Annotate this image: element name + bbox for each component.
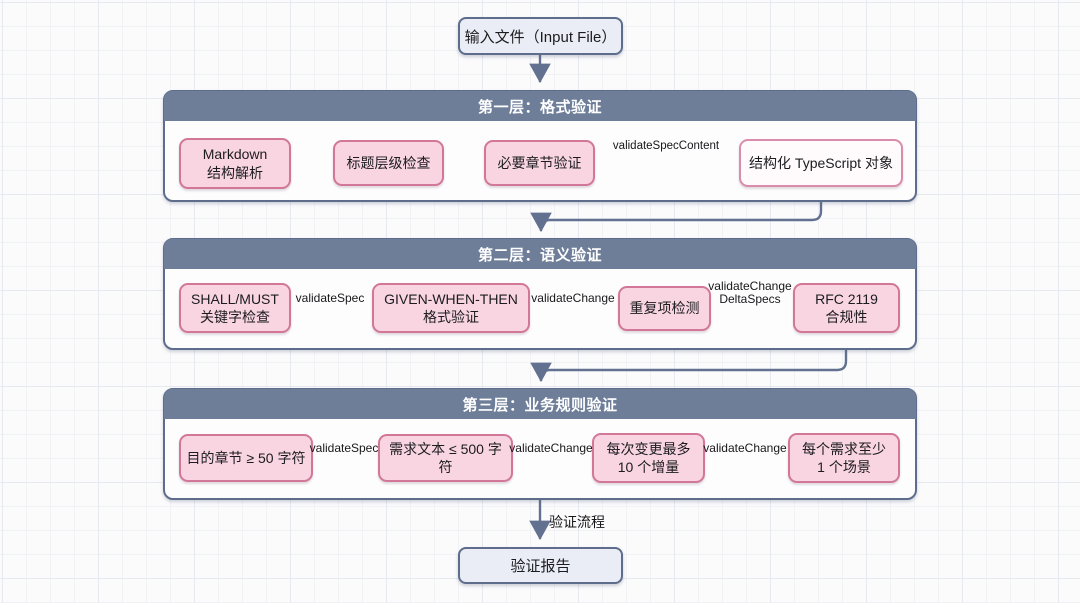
edge-label-validate-change-delta-specs: validateChange DeltaSpecs — [708, 279, 792, 306]
node-required-section-check-label: 必要章节验证 — [497, 154, 582, 171]
node-typescript-object[interactable]: 结构化 TypeScript 对象 — [739, 139, 903, 187]
node-requirement-text-max-chars-label: 需求文本 ≤ 500 字符 — [389, 440, 502, 475]
layer-1-title: 第一层：格式验证 — [477, 98, 602, 116]
node-required-section-check[interactable]: 必要章节验证 — [484, 140, 595, 186]
node-purpose-section-min-chars-label: 目的章节 ≥ 50 字符 — [186, 449, 306, 466]
node-input-file-label: 输入文件（Input File） — [464, 28, 617, 46]
layer-3-title: 第三层：业务规则验证 — [462, 396, 618, 414]
node-given-when-then[interactable]: GIVEN-WHEN-THEN 格式验证 — [372, 283, 530, 333]
edge-label-validate-change-l3-2: validateChange — [703, 441, 787, 455]
node-min-scenario-per-requirement[interactable]: 每个需求至少 1 个场景 — [788, 433, 900, 483]
edge-label-validate-change-l3-1: validateChange — [509, 441, 593, 455]
node-validation-report[interactable]: 验证报告 — [458, 547, 623, 584]
node-markdown-parse[interactable]: Markdown 结构解析 — [179, 138, 291, 189]
node-input-file[interactable]: 输入文件（Input File） — [458, 17, 623, 55]
layer-2-header: 第二层：语义验证 — [164, 239, 916, 269]
edge-label-validation-flow: 验证流程 — [549, 514, 605, 530]
node-shall-must-check[interactable]: SHALL/MUST 关键字检查 — [179, 283, 291, 333]
edge-label-validate-spec-l3: validateSpec — [309, 441, 379, 455]
node-duplicate-detection-label: 重复项检测 — [629, 300, 700, 317]
layer-2-title: 第二层：语义验证 — [477, 246, 602, 264]
node-purpose-section-min-chars[interactable]: 目的章节 ≥ 50 字符 — [179, 434, 313, 482]
node-heading-level-check-label: 标题层级检查 — [346, 154, 431, 171]
layer-2-container[interactable]: 第二层：语义验证 — [163, 238, 917, 350]
node-heading-level-check[interactable]: 标题层级检查 — [333, 140, 444, 186]
node-typescript-object-label: 结构化 TypeScript 对象 — [749, 154, 893, 171]
layer-1-header: 第一层：格式验证 — [164, 91, 916, 121]
node-rfc-2119-compliance[interactable]: RFC 2119 合规性 — [793, 283, 900, 333]
edge-label-validate-spec-content: validateSpecContent — [612, 140, 720, 152]
edge-label-validate-spec-l2: validateSpec — [295, 291, 365, 305]
node-duplicate-detection[interactable]: 重复项检测 — [618, 286, 711, 331]
node-max-deltas-per-change[interactable]: 每次变更最多 10 个增量 — [592, 433, 705, 483]
layer-3-header: 第三层：业务规则验证 — [164, 389, 916, 419]
node-max-deltas-per-change-label: 每次变更最多 10 个增量 — [606, 440, 691, 475]
node-rfc-2119-compliance-label: RFC 2119 合规性 — [815, 290, 878, 325]
node-markdown-parse-label: Markdown 结构解析 — [202, 146, 268, 181]
node-validation-report-label: 验证报告 — [510, 558, 571, 575]
node-given-when-then-label: GIVEN-WHEN-THEN 格式验证 — [384, 290, 518, 325]
node-shall-must-check-label: SHALL/MUST 关键字检查 — [191, 290, 279, 325]
node-min-scenario-per-requirement-label: 每个需求至少 1 个场景 — [802, 440, 886, 475]
edge-label-validate-change-l2: validateChange — [531, 291, 615, 305]
node-requirement-text-max-chars[interactable]: 需求文本 ≤ 500 字符 — [378, 434, 513, 482]
